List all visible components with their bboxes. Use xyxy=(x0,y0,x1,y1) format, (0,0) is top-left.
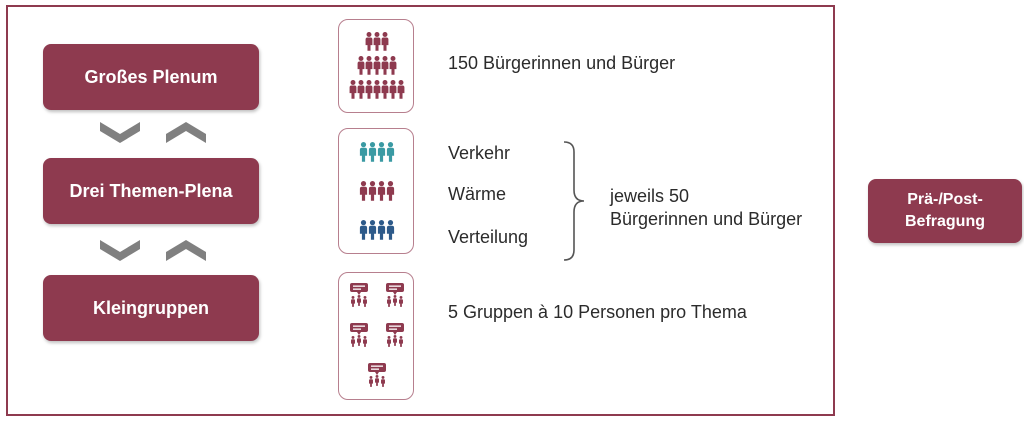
plenum-description: 150 Bürgerinnen und Bürger xyxy=(448,53,676,73)
side-box-line1: Prä-/Post- xyxy=(907,191,983,208)
curly-brace xyxy=(563,141,585,261)
stage-label: Drei Themen-Plena xyxy=(69,180,233,201)
small-groups-card xyxy=(338,272,414,400)
topic-groups-card xyxy=(338,128,414,254)
topic-verkehr: Verkehr xyxy=(448,143,511,163)
topics-note-line1: jeweils 50 xyxy=(610,186,690,206)
stage-label: Großes Plenum xyxy=(84,66,218,87)
discussion-group-icon xyxy=(350,283,404,387)
topics-note-line2: Bürgerinnen und Bürger xyxy=(610,209,803,229)
topic-verteilung: Verteilung xyxy=(448,227,529,247)
stage-themen-plena: Drei Themen-Plena xyxy=(43,158,259,224)
chevron-up-icon xyxy=(166,122,206,143)
people-group-icon xyxy=(359,142,395,240)
topic-waerme: Wärme xyxy=(448,184,506,204)
groups-description: 5 Gruppen à 10 Personen pro Thema xyxy=(448,302,747,322)
crowd-card xyxy=(338,19,414,113)
chevron-down-icon xyxy=(100,240,140,261)
stage-grosses-plenum: Großes Plenum xyxy=(43,44,259,110)
side-box-line2: Befragung xyxy=(905,213,985,230)
chevron-down-icon xyxy=(100,122,140,143)
stage-kleingruppen: Kleingruppen xyxy=(43,275,259,341)
chevron-up-icon xyxy=(166,240,206,261)
stage-label: Kleingruppen xyxy=(93,297,209,318)
pre-post-survey-box: Prä-/Post- Befragung xyxy=(868,179,1022,243)
crowd-pyramid-icon xyxy=(349,32,405,99)
diagram-frame xyxy=(6,5,835,416)
